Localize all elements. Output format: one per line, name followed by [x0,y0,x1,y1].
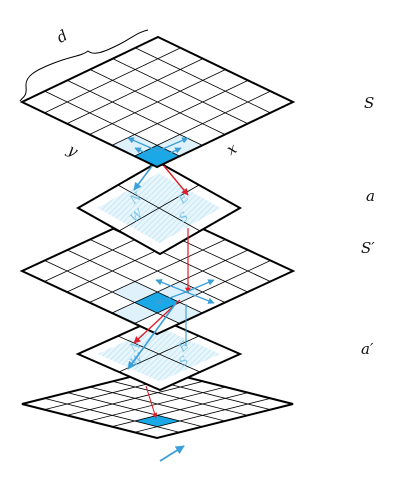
arrow-icon [134,147,151,156]
arrow-icon [185,279,215,293]
grid-line [44,397,180,433]
arrow-icon [155,279,187,293]
arrow-icon [157,137,189,152]
arrow-icon [127,302,177,370]
grid-line [117,335,201,373]
axis-y-label: y [64,140,82,161]
label-a: a [366,187,375,205]
label-s: S [364,94,374,112]
grid-border [19,35,296,169]
axis-x-label: x [224,139,241,159]
grid-layer-s-prime [19,206,296,336]
transition-arrows [127,137,215,462]
label-a-prime: a′ [361,340,374,358]
grid-layer-s [19,35,296,169]
arrow-icon [127,137,159,152]
grid-line [44,260,180,324]
brace-icon [19,29,149,102]
label-s-prime: S′ [361,239,375,257]
grid-line [117,184,201,232]
arrow-icon [159,445,185,462]
grid-line [44,90,180,157]
arrow-icon [133,165,153,191]
action-border [75,316,243,392]
arrow-icon [163,165,189,196]
arrow-icon [155,291,187,305]
arrow-icon [145,385,158,419]
arrow-icon [185,291,215,304]
grid-border [19,206,296,336]
dim-label: d [53,26,70,46]
grid-border [21,368,294,440]
arrow-icon [165,147,182,156]
grid-layer-bottom [21,368,294,440]
action-border [75,160,243,256]
